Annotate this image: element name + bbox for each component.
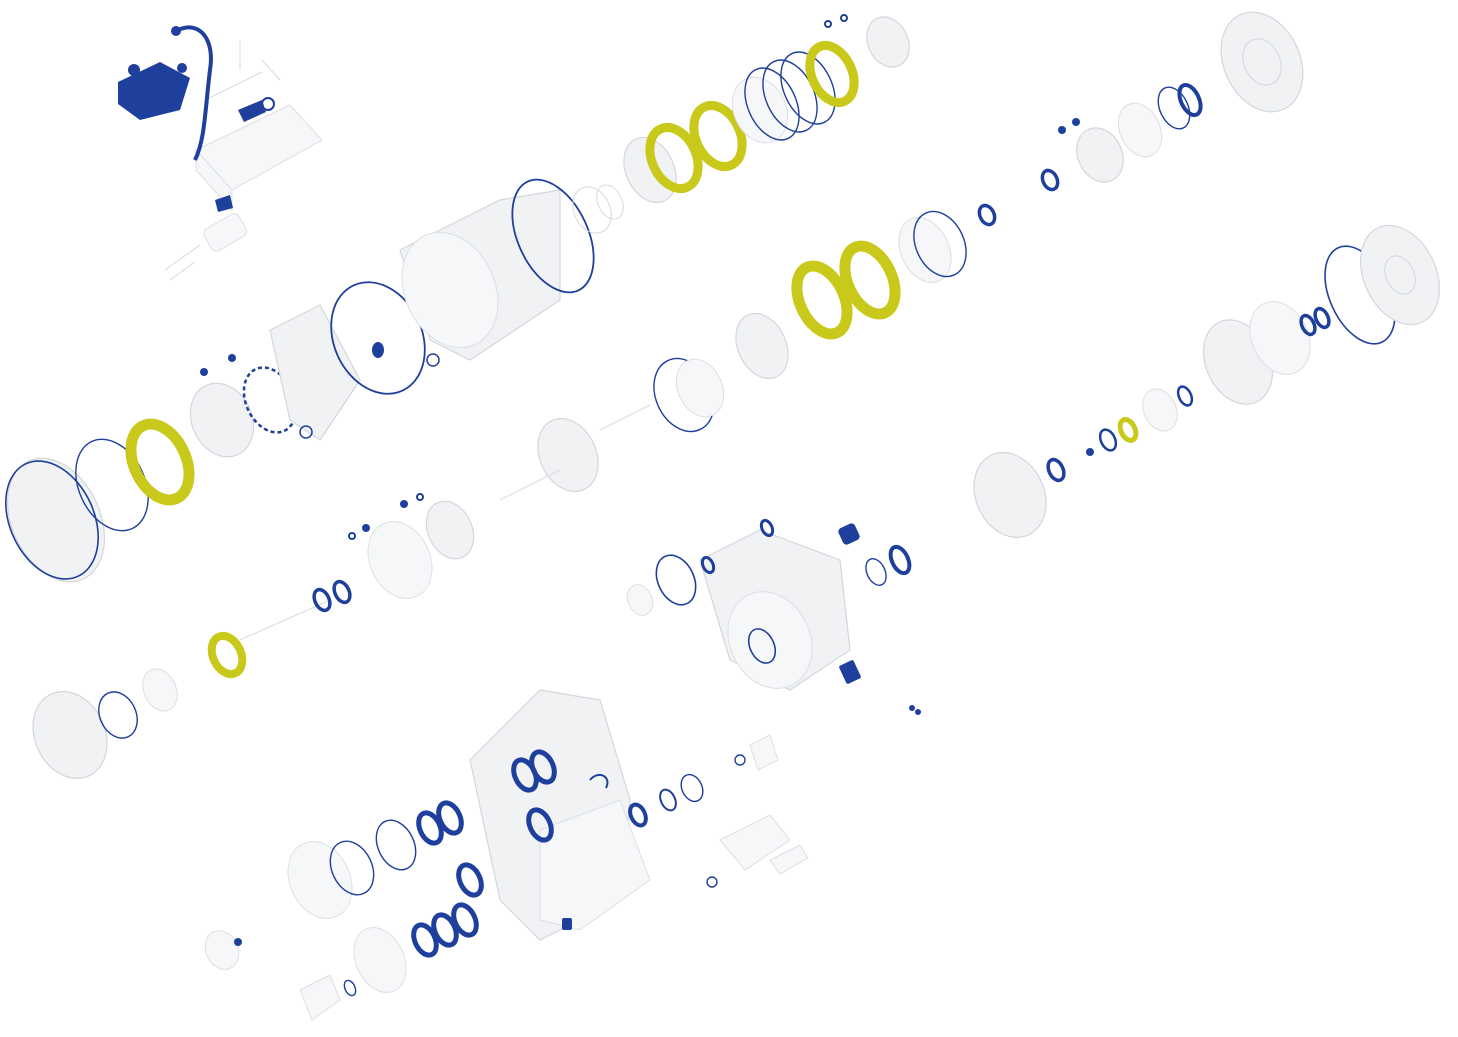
yellow-seal-ring-1 xyxy=(125,418,195,506)
transfer-case-group xyxy=(204,689,809,1021)
large-oring xyxy=(4,460,100,580)
input-shaft-row xyxy=(32,493,475,779)
yellow-seal-ring-6 xyxy=(791,260,853,340)
front-pump-group xyxy=(4,304,361,583)
rear-housing-group xyxy=(626,518,921,715)
valve-body-blue xyxy=(118,62,190,120)
yellow-seal-ring-7 xyxy=(839,240,901,320)
wiring-harness xyxy=(177,25,213,161)
yellow-seal-ring-5 xyxy=(207,631,247,679)
main-housing-row xyxy=(330,14,910,395)
yellow-seal-ring-4 xyxy=(805,41,859,107)
yellow-seal-ring-2 xyxy=(645,123,703,193)
yellow-seal-ring-3 xyxy=(689,101,747,171)
center-clutch-row xyxy=(499,11,1304,501)
yellow-seal-ring-8 xyxy=(1117,417,1139,443)
output-row xyxy=(973,224,1440,538)
housing-oring xyxy=(511,178,595,294)
control-valve-assembly xyxy=(118,25,323,281)
